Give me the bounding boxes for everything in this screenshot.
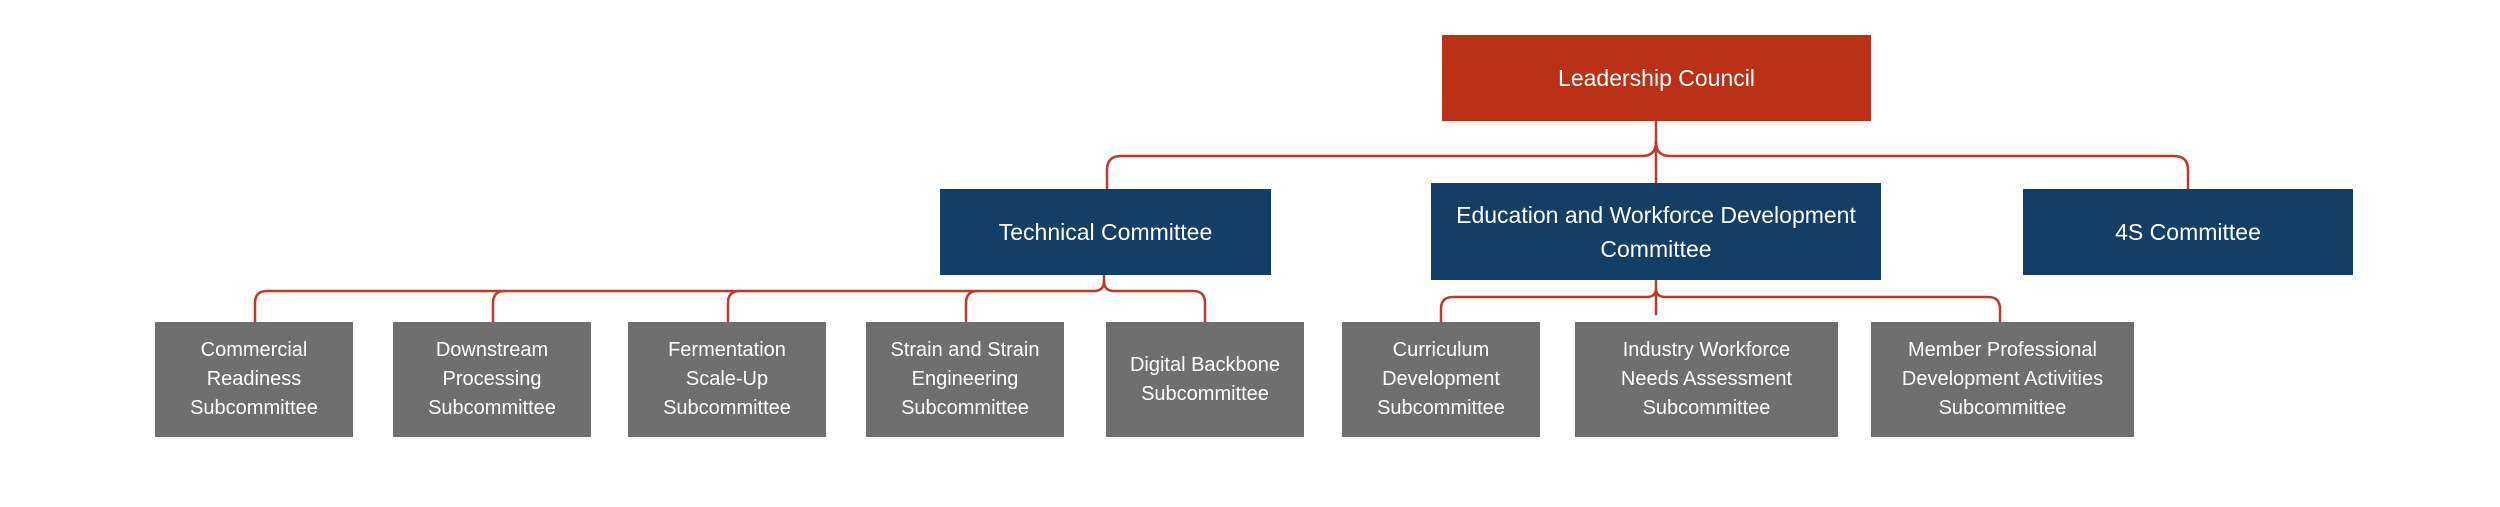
digital-backbone-subcommittee-label: Digital Backbone Subcommittee [1129, 353, 1281, 405]
commercial-readiness-subcommittee-box: Commercial Readiness Subcommittee [155, 322, 353, 437]
strain-engineering-subcommittee-label: Strain and Strain Engineering Subcommitt… [890, 339, 1040, 419]
connector-technical-to-strain [964, 289, 980, 324]
industry-workforce-needs-subcommittee-label: Industry Workforce Needs Assessment Subc… [1620, 339, 1793, 419]
4s-committee-box: 4S Committee [2023, 189, 2353, 275]
connector-root-to-technical [1105, 154, 1644, 191]
member-professional-development-subcommittee-box: Member Professional Development Activiti… [1871, 322, 2134, 437]
connector-technical-to-digital [1102, 279, 1207, 324]
4s-committee-label: 4S Committee [2115, 219, 2261, 245]
connector-root-to-4s [1654, 140, 2190, 191]
technical-committee-box: Technical Committee [940, 189, 1271, 275]
connector-education-to-member [1654, 287, 2002, 324]
connector-technical-to-fermentation [726, 289, 742, 324]
industry-workforce-needs-subcommittee-box: Industry Workforce Needs Assessment Subc… [1575, 322, 1838, 437]
digital-backbone-subcommittee-box: Digital Backbone Subcommittee [1106, 322, 1304, 437]
leadership-council-label: Leadership Council [1558, 64, 1755, 91]
connector-education-to-curriculum [1439, 287, 1658, 324]
curriculum-development-subcommittee-box: Curriculum Development Subcommittee [1342, 322, 1540, 437]
curriculum-development-subcommittee-label: Curriculum Development Subcommittee [1377, 339, 1505, 419]
connector-technical-to-commercial [253, 289, 1096, 324]
technical-committee-label: Technical Committee [998, 219, 1213, 245]
leadership-council-box: Leadership Council [1442, 35, 1871, 121]
education-workforce-committee-label: Education and Workforce Development Comm… [1456, 201, 1856, 262]
fermentation-scale-up-subcommittee-label: Fermentation Scale-Up Subcommittee [663, 339, 791, 419]
connector-root-trunk [1640, 120, 1658, 158]
connector-technical-to-downstream [491, 289, 507, 324]
downstream-processing-subcommittee-label: Downstream Processing Subcommittee [428, 339, 556, 419]
education-workforce-committee-box: Education and Workforce Development Comm… [1431, 183, 1881, 280]
connector-technical-trunk [1092, 273, 1106, 293]
fermentation-scale-up-subcommittee-box: Fermentation Scale-Up Subcommittee [628, 322, 826, 437]
commercial-readiness-subcommittee-label: Commercial Readiness Subcommittee [190, 339, 318, 419]
member-professional-development-subcommittee-label: Member Professional Development Activiti… [1901, 339, 2104, 419]
downstream-processing-subcommittee-box: Downstream Processing Subcommittee [393, 322, 591, 437]
strain-engineering-subcommittee-box: Strain and Strain Engineering Subcommitt… [866, 322, 1064, 437]
